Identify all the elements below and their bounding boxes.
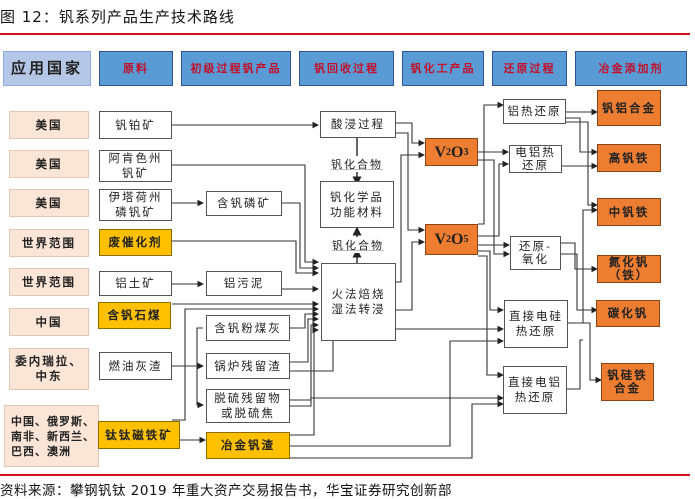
raw-vanadinite: 钒铂矿 (99, 111, 172, 139)
wire-arkansas-roast (172, 164, 320, 266)
reduction-aluminothermic: 铝热还原 (503, 99, 566, 124)
wire-v2o5-al (478, 255, 505, 379)
wire-v2o3-redox (478, 159, 511, 258)
country-usa-3: 美国 (9, 189, 89, 217)
wire-al-ferro (560, 339, 583, 390)
raw-arkansas-ore: 阿肯色州 钒矿 (99, 150, 172, 182)
wire-v2o5-elec (478, 160, 510, 237)
label-vanadium-compound-2: 钒化合物 (332, 237, 384, 253)
raw-titanomagnetite: 钛钛磁铁矿 (98, 421, 180, 449)
wire-roast-v2o3 (396, 151, 426, 283)
bottom-rule (0, 474, 690, 476)
wire-acid-v2o3 (396, 122, 426, 147)
wire-redox-carbide (560, 253, 599, 314)
figure-title: 图 12：钒系列产品生产技术路线 (0, 8, 235, 26)
wire-slag-roast (290, 326, 320, 436)
additive-medium-ferrovanadium: 中钒铁 (597, 198, 661, 226)
reduction-direct-aluminothermic: 直接电铝 热还原 (503, 366, 567, 414)
country-multiple: 中国、俄罗斯、 南非、新西兰、 巴西、澳洲 (4, 405, 99, 467)
wire-desulf-al (290, 394, 505, 407)
raw-idaho-ore: 伊塔荷州 磷钒矿 (99, 189, 172, 221)
v2o5-sub-v: 2 (446, 234, 452, 245)
label-vanadium-compound-1: 钒化合物 (331, 156, 383, 172)
reduction-redox: 还原- 氧化 (510, 236, 561, 270)
wire-si-ferro (560, 322, 603, 384)
primary-boiler-residue: 锅炉残留渣 (206, 353, 290, 379)
primary-fly-ash: 含钒粉煤灰 (206, 315, 290, 341)
wire-alumino-high (566, 117, 599, 156)
country-usa-2: 美国 (9, 150, 89, 178)
v2o5-o: O (451, 231, 464, 248)
reduction-electro-aluminothermic: 电铝热 还原 (509, 145, 562, 173)
wire-desulf-roast (290, 321, 320, 401)
primary-vanadium-slag: 冶金钒渣 (206, 432, 290, 459)
wire-v2o5-si (478, 250, 505, 314)
additive-ferrosilicon-vanadium: 钒硅铁 合金 (601, 363, 654, 401)
wire-fuel-flyash (196, 327, 203, 366)
reduction-direct-silicothermic: 直接电硅 热还原 (504, 300, 568, 348)
wire-v2o5-alumino (478, 101, 505, 225)
header-chem-products: 钒化工产品 (402, 51, 484, 86)
wire-flyash-roast (290, 310, 320, 329)
raw-bauxite: 铝土矿 (99, 271, 172, 296)
country-world-2: 世界范围 (9, 268, 89, 296)
country-world-1: 世界范围 (9, 229, 89, 257)
process-acid-leach: 酸浸过程 (320, 111, 396, 138)
raw-spent-catalyst: 废催化剂 (99, 229, 172, 256)
primary-desulfurization-residue: 脱硫残留物 或脱硫焦 (206, 389, 290, 423)
wire-roast-v2o5 (396, 238, 426, 311)
additive-vanadium-aluminum-alloy: 钒铝合金 (597, 90, 661, 126)
v2o3-o: O (451, 143, 464, 161)
raw-stone-coal: 含钒石煤 (98, 302, 171, 329)
wire-alumino-mid (566, 121, 599, 209)
primary-aluminum-mud: 铝污泥 (206, 271, 282, 296)
wire-slag-si (290, 337, 505, 447)
v2o5-sub-o: 5 (463, 234, 469, 245)
header-recovery: 钒回收过程 (299, 51, 394, 86)
wire-boiler-si (290, 325, 505, 372)
wire-redox-nitride (560, 242, 599, 273)
wire-fuel-desulf (196, 366, 205, 409)
wire-acid-v2o5 (396, 132, 426, 234)
wire-slag-al (290, 400, 505, 459)
header-additives: 冶金添加剂 (575, 51, 687, 86)
primary-phosphate-ore: 含钒磷矿 (206, 191, 282, 216)
raw-fuel-oil-ash: 燃油灰渣 (99, 352, 172, 380)
top-rule (0, 33, 690, 35)
figure-source: 资料来源：攀钢钒钛 2019 年重大资产交易报告书，华宝证券研究创新部 (0, 483, 452, 499)
v2o3-sub-v: 2 (446, 146, 452, 158)
v2o3-v: V (434, 143, 447, 161)
country-china: 中国 (9, 308, 89, 336)
header-raw-materials: 原料 (99, 51, 173, 86)
header-reduction: 还原过程 (492, 51, 567, 86)
additive-high-ferrovanadium: 高钒铁 (597, 144, 661, 172)
product-chemicals-materials: 钒化学品 功能材料 (320, 181, 394, 228)
additive-vanadium-nitride: 氮化钒 （铁） (597, 255, 661, 283)
wire-boiler-roast (290, 315, 320, 363)
country-venezuela-middle-east: 委内瑞拉、 中东 (9, 348, 89, 390)
wire-catalyst-roast (172, 240, 320, 277)
v2o5-v: V (434, 231, 447, 248)
header-primary-products: 初级过程钒产品 (181, 51, 291, 86)
country-usa-1: 美国 (9, 111, 89, 139)
header-countries: 应用国家 (3, 51, 91, 86)
wire-titano-roast (172, 305, 320, 421)
wire-phosphate-roast (282, 202, 320, 272)
additive-vanadium-carbide: 碳化钒 (596, 300, 660, 327)
process-roast-leach: 火法焙烧 湿法转浸 (321, 263, 396, 341)
v2o3-sub-o: 3 (463, 146, 469, 158)
